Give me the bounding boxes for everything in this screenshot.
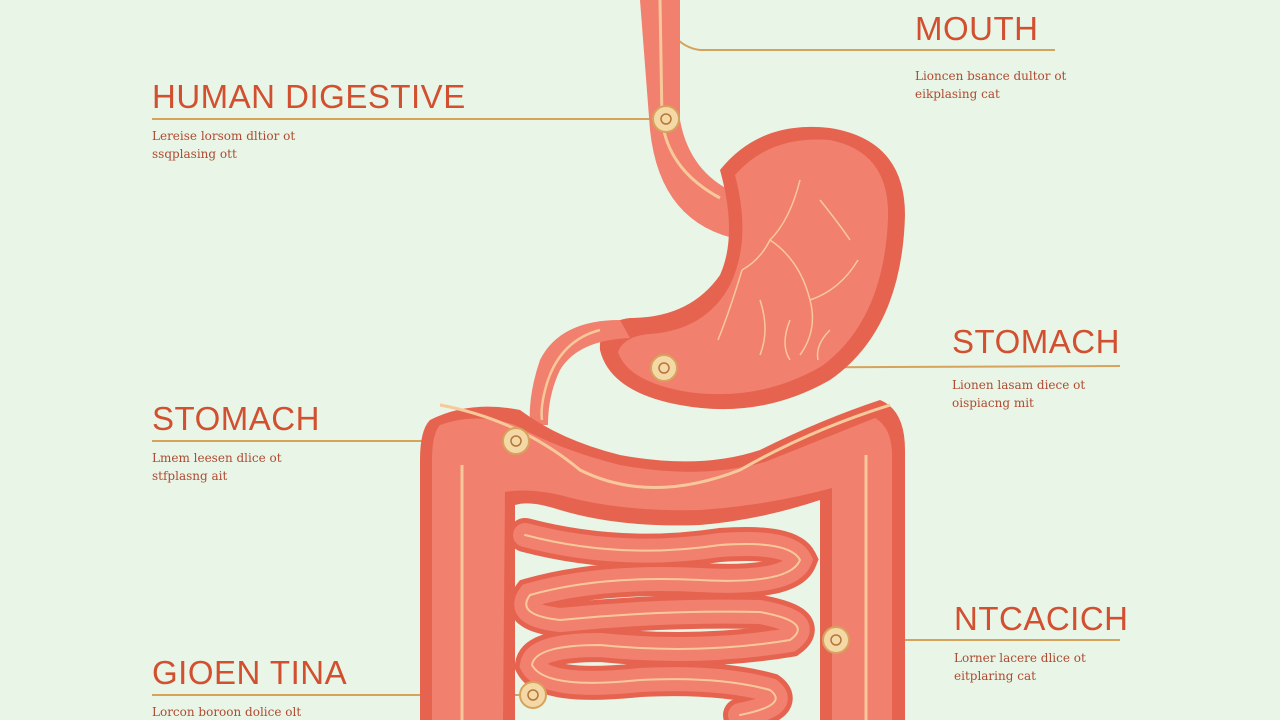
pointer-marker-icon: [519, 681, 547, 709]
label-stomach-left: STOMACH Lmem leesen dlice ot stfplasng a…: [152, 402, 320, 485]
description-line: Lorner lacere dlice ot: [954, 651, 1086, 665]
label-description: Lereise lorsom dltior ot ssqplasing ott: [152, 127, 466, 163]
description-line: Lereise lorsom dltior ot: [152, 129, 296, 143]
label-title: STOMACH: [952, 323, 1120, 360]
label-mouth: MOUTH Lioncen bsance dultor ot eikplasin…: [915, 10, 1067, 103]
label-title: NTCACICH: [954, 600, 1129, 637]
label-description: Lmem leesen dlice ot stfplasng ait: [152, 449, 320, 485]
pointer-marker-icon: [650, 354, 678, 382]
description-line: Lionen lasam diece ot: [952, 378, 1086, 392]
markers: [502, 105, 850, 709]
description-line: eitplaring cat: [954, 669, 1036, 683]
label-title: STOMACH: [152, 400, 320, 437]
small-intestine: [508, 518, 819, 720]
label-description: Lionen lasam diece ot oispiacng mit: [952, 376, 1120, 412]
description-line: ssqplasing ott: [152, 147, 237, 161]
label-title: GIOEN TINA: [152, 654, 348, 691]
label-title: MOUTH: [915, 10, 1039, 47]
stomach-veins: [717, 179, 859, 361]
label-gioen-tina: GIOEN TINA Lorcon boroon dolice olt: [152, 656, 347, 720]
label-description: Lorner lacere dlice ot eitplaring cat: [954, 649, 1129, 685]
stomach: [529, 126, 905, 425]
description-line: stfplasng ait: [152, 469, 228, 483]
description-line: Lorcon boroon dolice olt: [152, 705, 302, 719]
label-description: Lorcon boroon dolice olt: [152, 703, 347, 720]
page-title: HUMAN DIGESTIVE: [152, 78, 466, 115]
label-human-digestive: HUMAN DIGESTIVE Lereise lorsom dltior ot…: [152, 80, 466, 163]
label-ntcach: NTCACICH Lorner lacere dlice ot eitplari…: [954, 602, 1129, 685]
description-line: Lioncen bsance dultor ot: [915, 69, 1067, 83]
description-line: eikplasing cat: [915, 87, 1000, 101]
pointer-marker-icon: [822, 626, 850, 654]
label-stomach-right: STOMACH Lionen lasam diece ot oispiacng …: [952, 325, 1120, 412]
label-description: Lioncen bsance dultor ot eikplasing cat: [915, 67, 1067, 103]
description-line: Lmem leesen dlice ot: [152, 451, 282, 465]
description-line: oispiacng mit: [952, 396, 1034, 410]
pointer-marker-icon: [502, 427, 530, 455]
pointer-marker-icon: [652, 105, 680, 133]
